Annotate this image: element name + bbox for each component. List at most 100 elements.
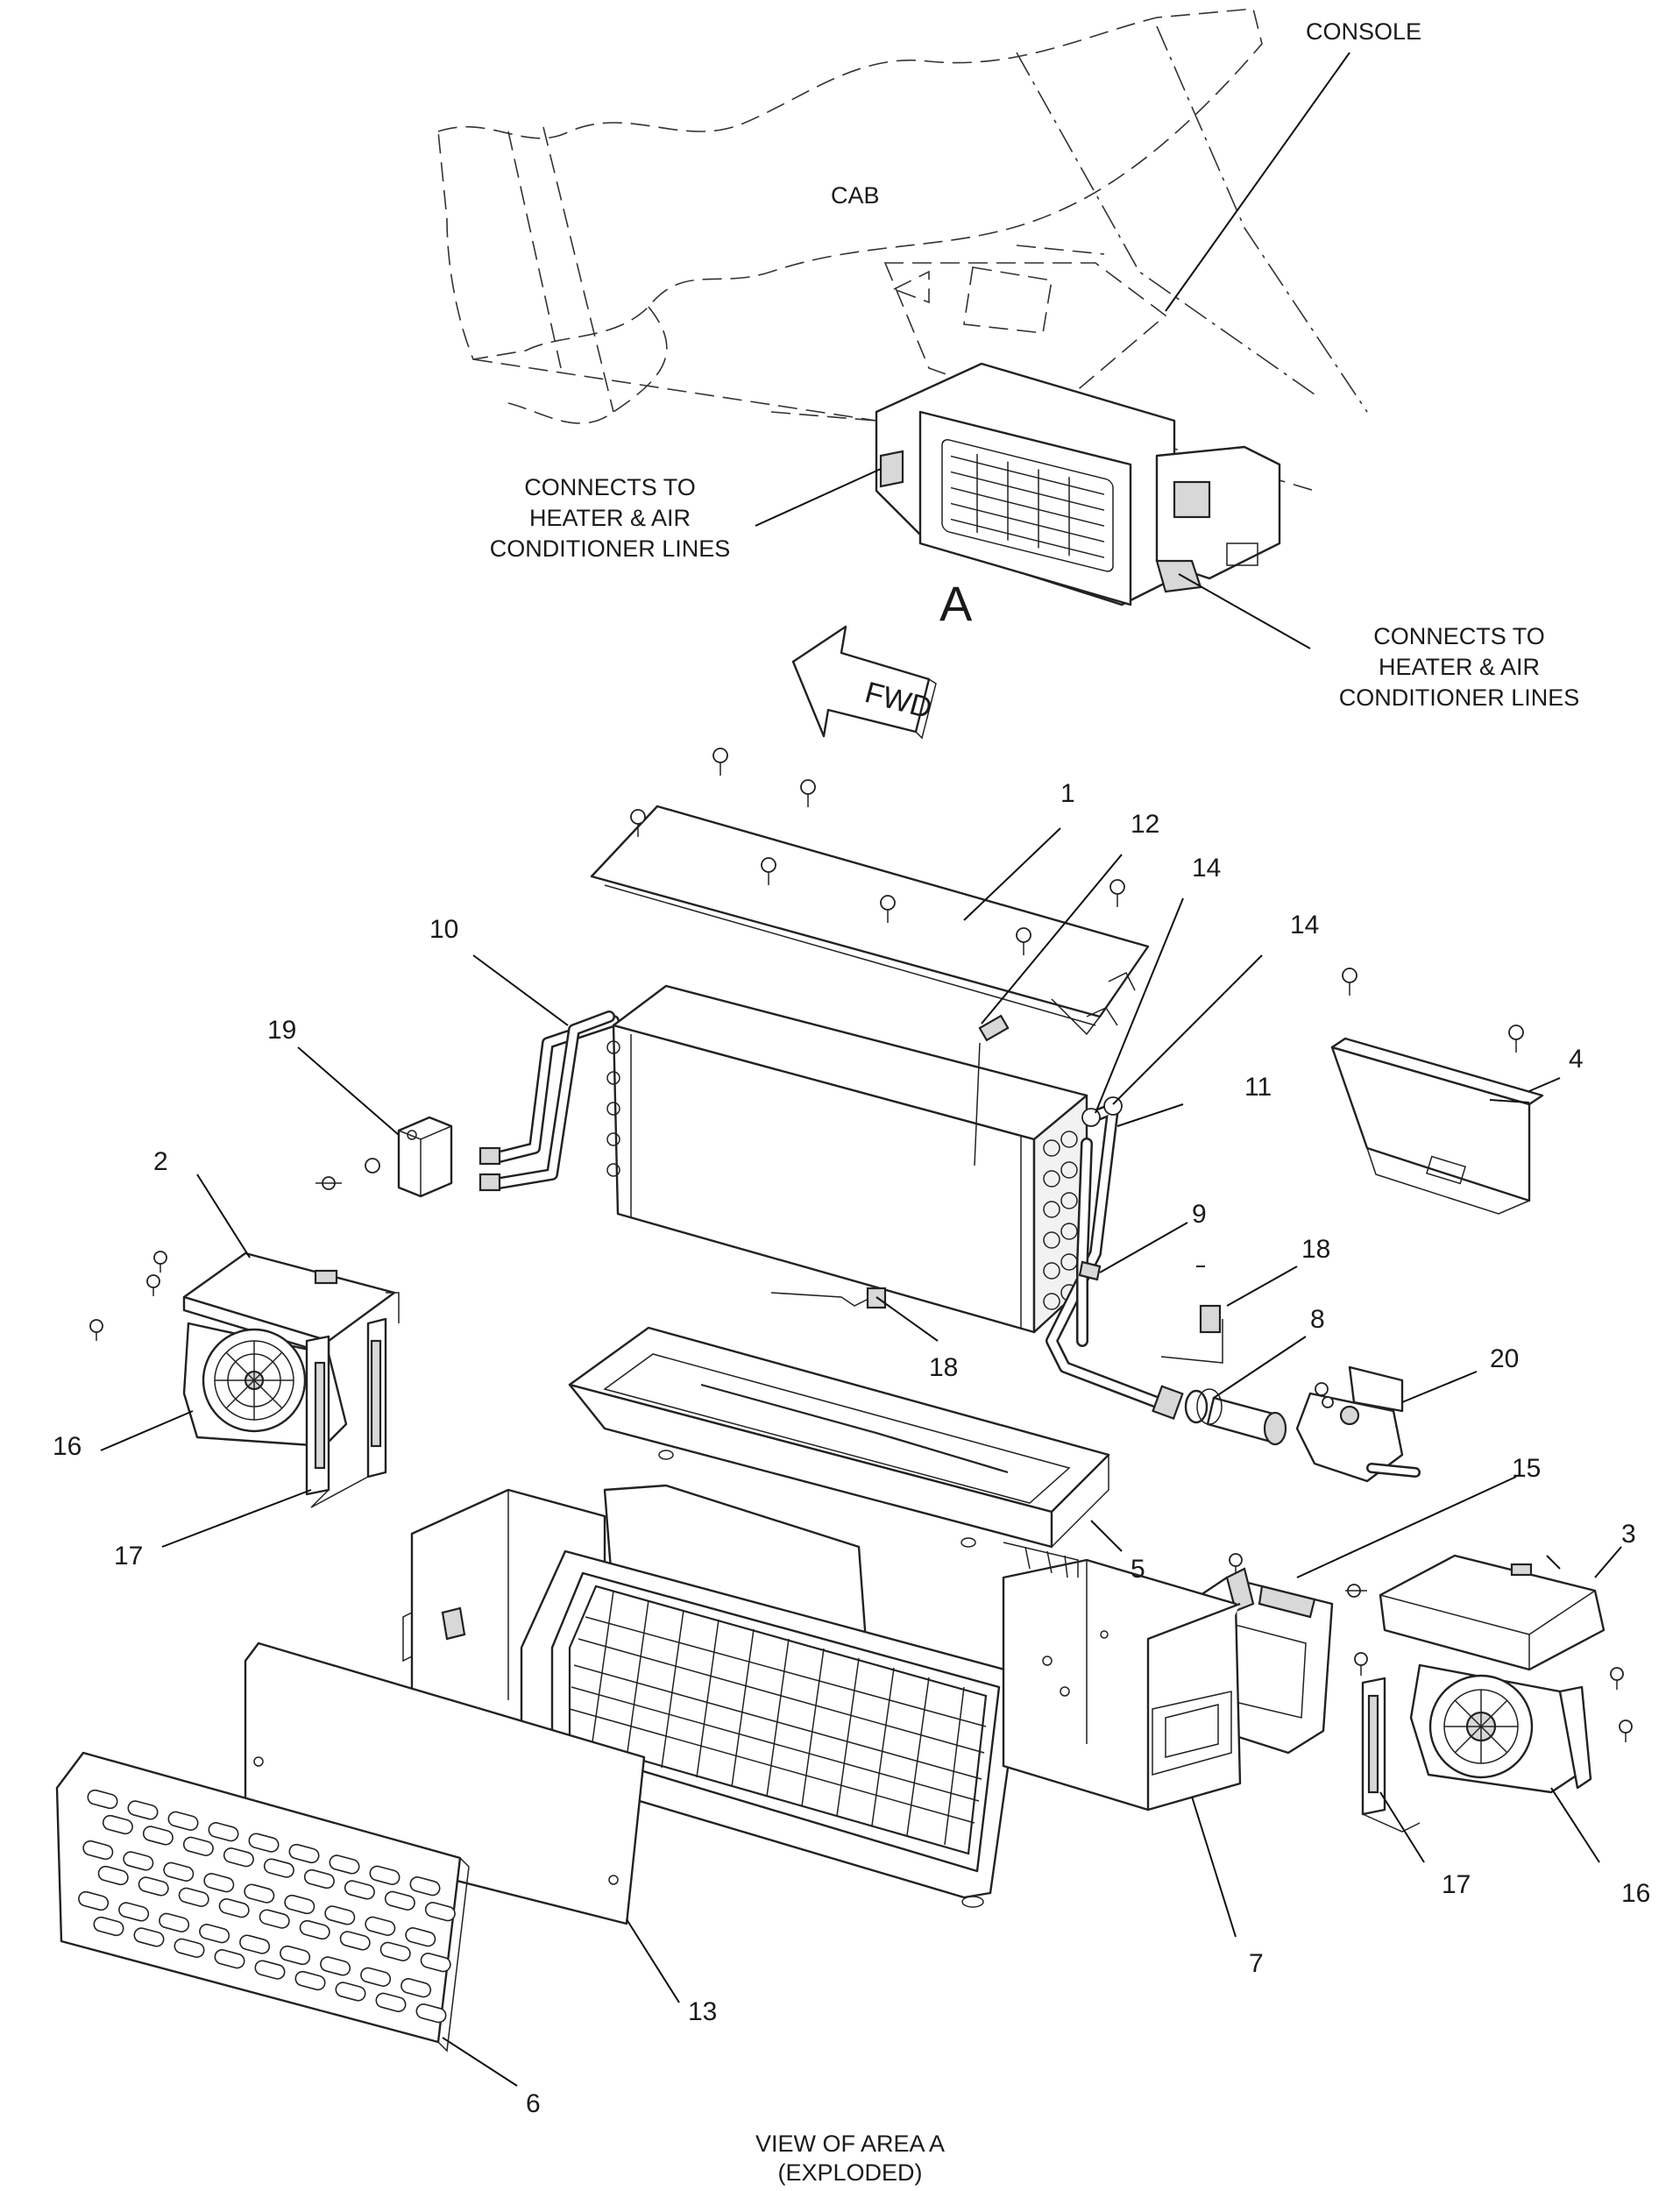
part-number: 14	[1290, 911, 1319, 940]
part-number: 11	[1244, 1073, 1272, 1102]
grille-slot	[93, 1916, 124, 1937]
grille-slot	[244, 1883, 275, 1904]
screw	[761, 857, 776, 885]
view-caption: VIEW OF AREA A (EXPLODED)	[755, 2131, 945, 2186]
part-16-blower-fan-right	[1409, 1663, 1592, 1794]
grille-slot	[199, 1924, 230, 1944]
part-17-bracket-right	[1361, 1677, 1421, 1833]
screw	[1342, 968, 1357, 996]
grille-slot	[320, 1956, 351, 1976]
console-label: CONSOLE	[1306, 18, 1421, 45]
grille-slot	[142, 1826, 174, 1846]
grille-slot	[248, 1833, 280, 1853]
grille-slot	[102, 1814, 133, 1835]
part-5-drain-pan	[568, 1326, 1110, 1549]
grille-slot	[214, 1949, 245, 1969]
screw	[153, 1251, 167, 1273]
grille-slot	[203, 1873, 235, 1893]
screw	[1508, 1025, 1524, 1053]
grille-slot	[97, 1865, 129, 1886]
assembled-hvac-unit	[875, 362, 1281, 606]
screw	[1109, 879, 1125, 907]
screw	[1016, 927, 1031, 955]
grille-slot	[420, 1953, 451, 1973]
grille-slot	[303, 1868, 335, 1890]
evaporator-core	[606, 984, 1088, 1334]
svg-text:HEATER & AIR: HEATER & AIR	[1379, 654, 1540, 680]
part-number: 1	[1060, 779, 1075, 808]
part-7-main-housing	[402, 1484, 1242, 1908]
svg-text:VIEW OF AREA A: VIEW OF AREA A	[755, 2131, 945, 2157]
screw	[630, 809, 646, 837]
screw	[315, 1176, 342, 1190]
svg-text:(EXPLODED): (EXPLODED)	[777, 2159, 922, 2186]
grille-slot	[339, 1931, 371, 1951]
grille-slot	[167, 1811, 199, 1831]
part-number: 9	[1192, 1200, 1207, 1229]
grille-slot	[329, 1854, 360, 1875]
area-a-label: A	[939, 576, 973, 631]
part-20-actuator	[1295, 1365, 1421, 1483]
grille-slot	[223, 1847, 254, 1868]
part-number: 5	[1131, 1555, 1145, 1584]
part-number: 6	[526, 2089, 541, 2118]
part-number: 14	[1192, 854, 1221, 883]
grille-slot	[280, 1945, 311, 1966]
grille-slot	[405, 1927, 436, 1947]
part-number: 4	[1569, 1045, 1584, 1074]
svg-text:CONDITIONER LINES: CONDITIONER LINES	[490, 535, 731, 562]
part-number: 17	[114, 1542, 143, 1571]
part-3-blower-housing-right	[1379, 1554, 1606, 1671]
part-number: 16	[1621, 1879, 1650, 1908]
screw	[800, 779, 816, 807]
grille-slot	[335, 1982, 366, 2002]
cab-label: CAB	[831, 182, 880, 209]
grille-slot	[409, 1876, 441, 1897]
screw	[146, 1274, 160, 1296]
grille-slot	[182, 1836, 214, 1856]
grille-slot	[239, 1934, 271, 1954]
part-10-refrigerant-pipes	[478, 1010, 620, 1192]
screw	[880, 895, 896, 923]
grille-slot	[174, 1938, 205, 1958]
leader-lines	[100, 52, 1622, 2087]
fwd-direction-arrow: FWD	[791, 625, 937, 740]
screw	[1610, 1667, 1624, 1690]
grille-slot	[294, 1970, 326, 1991]
grille-slot	[415, 2003, 447, 2024]
housing-grid	[568, 1585, 988, 1855]
screw	[1229, 1553, 1243, 1578]
part-2-blower-housing-left	[182, 1251, 400, 1356]
connects-right-callout: CONNECTS TO HEATER & AIR CONDITIONER LIN…	[1339, 623, 1580, 711]
grille-slot	[299, 1919, 330, 1940]
screw	[712, 748, 728, 776]
grille-slot	[259, 1909, 290, 1929]
grille-slot	[208, 1822, 239, 1842]
part-number: 20	[1490, 1344, 1519, 1373]
grille-slot	[78, 1890, 110, 1911]
part-19-expansion-valve	[365, 1116, 453, 1198]
screw	[1354, 1652, 1368, 1676]
svg-text:CONDITIONER LINES: CONDITIONER LINES	[1339, 684, 1580, 711]
grille-slot	[138, 1876, 169, 1897]
grille-slot	[163, 1861, 195, 1882]
grille-slot	[87, 1789, 118, 1810]
grille-slot	[263, 1858, 294, 1878]
part-number: 13	[688, 1997, 717, 2026]
grille-slot	[127, 1800, 159, 1820]
screw	[1619, 1719, 1633, 1742]
grille-slot	[82, 1840, 114, 1861]
grille-slot	[218, 1898, 250, 1918]
part-number: 17	[1442, 1870, 1471, 1899]
part-number: 8	[1310, 1305, 1325, 1334]
grille-slot	[424, 1902, 456, 1922]
part-number: 19	[267, 1016, 296, 1045]
part-number: 15	[1512, 1454, 1541, 1483]
grille-slot	[375, 1992, 407, 2012]
part-number-labels: 1 12 14 14 10 19 4 11 2 9 18 8 18 20 16 …	[53, 779, 1650, 2118]
grille-slot	[369, 1865, 401, 1885]
part-number: 16	[53, 1432, 82, 1461]
grille-slot	[254, 1960, 286, 1980]
part-17-bracket-left	[305, 1317, 387, 1508]
